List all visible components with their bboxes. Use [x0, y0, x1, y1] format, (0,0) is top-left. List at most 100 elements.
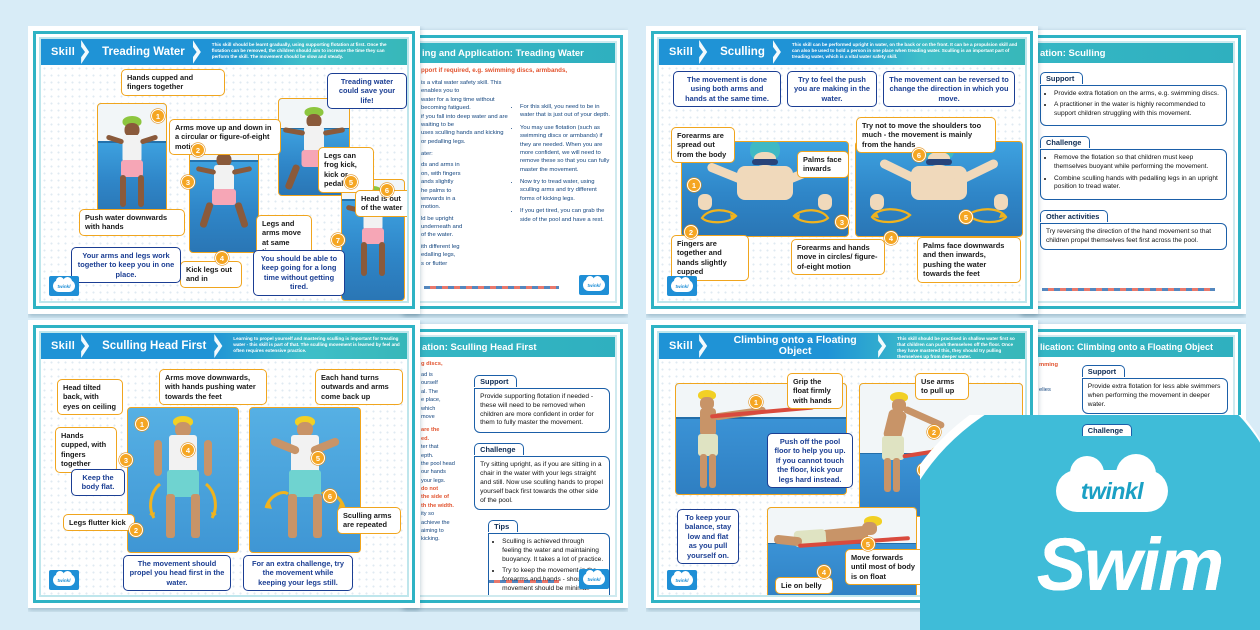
frag-line: underneath and — [421, 224, 463, 230]
card-body: The movement is done using both arms and… — [659, 65, 1025, 301]
section-heading: Challenge — [1040, 136, 1091, 149]
support-sheet-sculling-head-first[interactable]: ation: Sculling Head First g discs, ad i… — [403, 324, 628, 608]
callout-blue-1: Push off the pool floor to help you up. … — [767, 433, 853, 489]
callout-5: Legs flutter kick — [63, 514, 135, 532]
frag-line: elies — [1039, 386, 1051, 393]
callout-3: Lean forwards and down — [931, 447, 997, 474]
frag-line: if you fall into deep water and are wait… — [421, 113, 508, 128]
step-number: 3 — [119, 453, 133, 467]
frag-line: ad is — [421, 372, 433, 378]
callout-1: Hands cupped and fingers together — [121, 69, 225, 96]
callout-blue-1: Treading water could save your life! — [327, 73, 407, 110]
chevron-right-icon — [699, 333, 712, 359]
equipment-line: g discs, — [421, 361, 443, 367]
card-group-climbing-onto-a-floating-object[interactable]: lication: Climbing onto a Floating Objec… — [646, 320, 1246, 612]
chevron-right-icon — [81, 333, 94, 359]
support-sheet-sculling[interactable]: ation: Sculling Support Provide extra fl… — [1021, 30, 1246, 314]
callout-6: Palms face downwards and then inwards, p… — [917, 237, 1021, 283]
section-support: Support Provide extra flotation for less… — [1081, 361, 1228, 415]
section-text: Try sitting upright, as if you are sitti… — [480, 461, 603, 504]
card-title: Climbing onto a Floating Object — [733, 333, 857, 357]
chevron-right-icon — [81, 39, 94, 65]
callout-4: Hands cupped, with fingers together — [55, 427, 117, 473]
callout-1: Head tilted back, with eyes on ceiling — [57, 379, 123, 416]
bullet: Try to keep the movement in the forearms… — [502, 567, 604, 593]
bullet: A practitioner in the water is highly re… — [1054, 101, 1221, 119]
support-sheet-title: ing and Application: Treading Water — [416, 43, 615, 63]
callout-5: Move forwards until most of body is on f… — [845, 549, 925, 586]
chevron-right-icon — [193, 39, 206, 65]
frag-line: al. The — [421, 388, 438, 395]
card-group-sculling-head-first[interactable]: ation: Sculling Head First g discs, ad i… — [28, 320, 628, 612]
step-number: 5 — [861, 537, 875, 551]
skill-card-climbing[interactable]: Skill Climbing onto a Floating Object Th… — [646, 320, 1038, 608]
bullet: For this skill, you need to be in water … — [520, 103, 610, 120]
card-description: This skill should be learnt gradually, u… — [211, 42, 387, 60]
frag-line: kicking. — [421, 536, 440, 543]
frag-line: on, with fingers — [421, 170, 461, 177]
frag-line: of the water. — [421, 232, 454, 239]
step-number: 4 — [215, 251, 229, 265]
step-number: 2 — [927, 425, 941, 439]
frag-line: ith different leg — [421, 243, 460, 250]
callout-6: Sculling arms are repeated — [337, 507, 401, 534]
skill-card-sculling[interactable]: Skill Sculling This skill can be perform… — [646, 26, 1038, 314]
section-heading: Support — [1081, 365, 1126, 377]
support-sheet-title: ation: Sculling — [1034, 43, 1233, 63]
card-banner: Skill Sculling Head First Learning to pr… — [41, 333, 407, 359]
callout-3: Push water downwards with hands — [79, 209, 185, 236]
card-description: Learning to propel yourself and masterin… — [233, 336, 400, 354]
bullet: Sculling is achieved through feeling the… — [502, 538, 604, 564]
callout-blue-1: The movement is done using both arms and… — [673, 71, 781, 108]
callout-3: Try not to move the shoulders too much -… — [856, 117, 996, 154]
callout-blue-3: The movement can be reversed to change t… — [883, 71, 1015, 108]
skill-label: Skill — [669, 46, 694, 58]
section-tips: Tips Sculling is achieved through feelin… — [488, 516, 610, 595]
frag-line: ld be upright — [421, 215, 454, 222]
callout-6: Sit up and balance — [959, 499, 1011, 526]
step-number: 1 — [151, 109, 165, 123]
skill-card-sculling-head-first[interactable]: Skill Sculling Head First Learning to pr… — [28, 320, 420, 608]
callout-2: Arms move downwards, with hands pushing … — [159, 369, 267, 406]
section-heading: Challenge — [1081, 424, 1133, 437]
frag-line: achieve the — [421, 519, 450, 526]
section-heading: Tips — [488, 520, 519, 533]
card-group-treading-water[interactable]: ing and Application: Treading Water ppor… — [28, 26, 628, 318]
card-title: Sculling — [720, 45, 765, 58]
twinkl-badge: twinkl — [667, 276, 697, 296]
support-sheet-title: ation: Sculling Head First — [416, 337, 615, 357]
callout-blue-2: To keep your balance, stay low and flat … — [677, 509, 739, 565]
section-support: Support Provide extra flotation on the a… — [1040, 68, 1227, 127]
section-challenge: Challenge Try sitting upright, as if you… — [474, 439, 610, 511]
callout-3: Each hand turns outwards and arms come b… — [315, 369, 403, 406]
card-group-sculling[interactable]: ation: Sculling Support Provide extra fl… — [646, 26, 1246, 318]
card-description: This skill should be practised in shallo… — [897, 336, 1015, 359]
section-text: Children attempt sliding off float and c… — [1087, 442, 1220, 459]
card-body: Head tilted back, with eyes on ceiling A… — [41, 359, 407, 595]
card-body: Grip the float firmly with hands Use arm… — [659, 359, 1025, 595]
twinkl-badge: twinkl — [49, 570, 79, 590]
section-heading: Challenge — [474, 443, 525, 456]
twinkl-badge: twinkl — [579, 569, 609, 589]
card-body: Hands cupped and fingers together Arms m… — [41, 65, 407, 301]
twinkl-badge: twinkl — [579, 275, 609, 295]
frag-line: are the — [421, 427, 440, 434]
card-title: Treading Water — [102, 45, 185, 58]
chevron-right-icon — [699, 39, 712, 65]
step-number: 5 — [311, 451, 325, 465]
swim-cap — [122, 116, 142, 127]
callout-2: Arms move up and down in a circular or f… — [169, 119, 281, 156]
frag-line: ourself — [421, 380, 438, 387]
callout-1: Forearms are spread out from the body — [671, 127, 735, 164]
callout-blue-3: For an extra challenge, try the movement… — [243, 555, 353, 592]
bullet: Now try to tread water, using sculling a… — [520, 178, 610, 203]
callout-1: Grip the float firmly with hands — [787, 373, 843, 410]
frag-line: do not — [421, 486, 439, 493]
bullet: You may use flotation (such as swimming … — [520, 124, 610, 174]
section-heading: Support — [474, 375, 518, 387]
support-sheet-treading-water[interactable]: ing and Application: Treading Water ppor… — [403, 30, 628, 314]
step-number: 6 — [380, 183, 394, 197]
support-sheet-climbing[interactable]: lication: Climbing onto a Floating Objec… — [1021, 324, 1246, 608]
skill-label: Skill — [669, 340, 694, 352]
skill-card-treading-water[interactable]: Skill Treading Water This skill should b… — [28, 26, 420, 314]
